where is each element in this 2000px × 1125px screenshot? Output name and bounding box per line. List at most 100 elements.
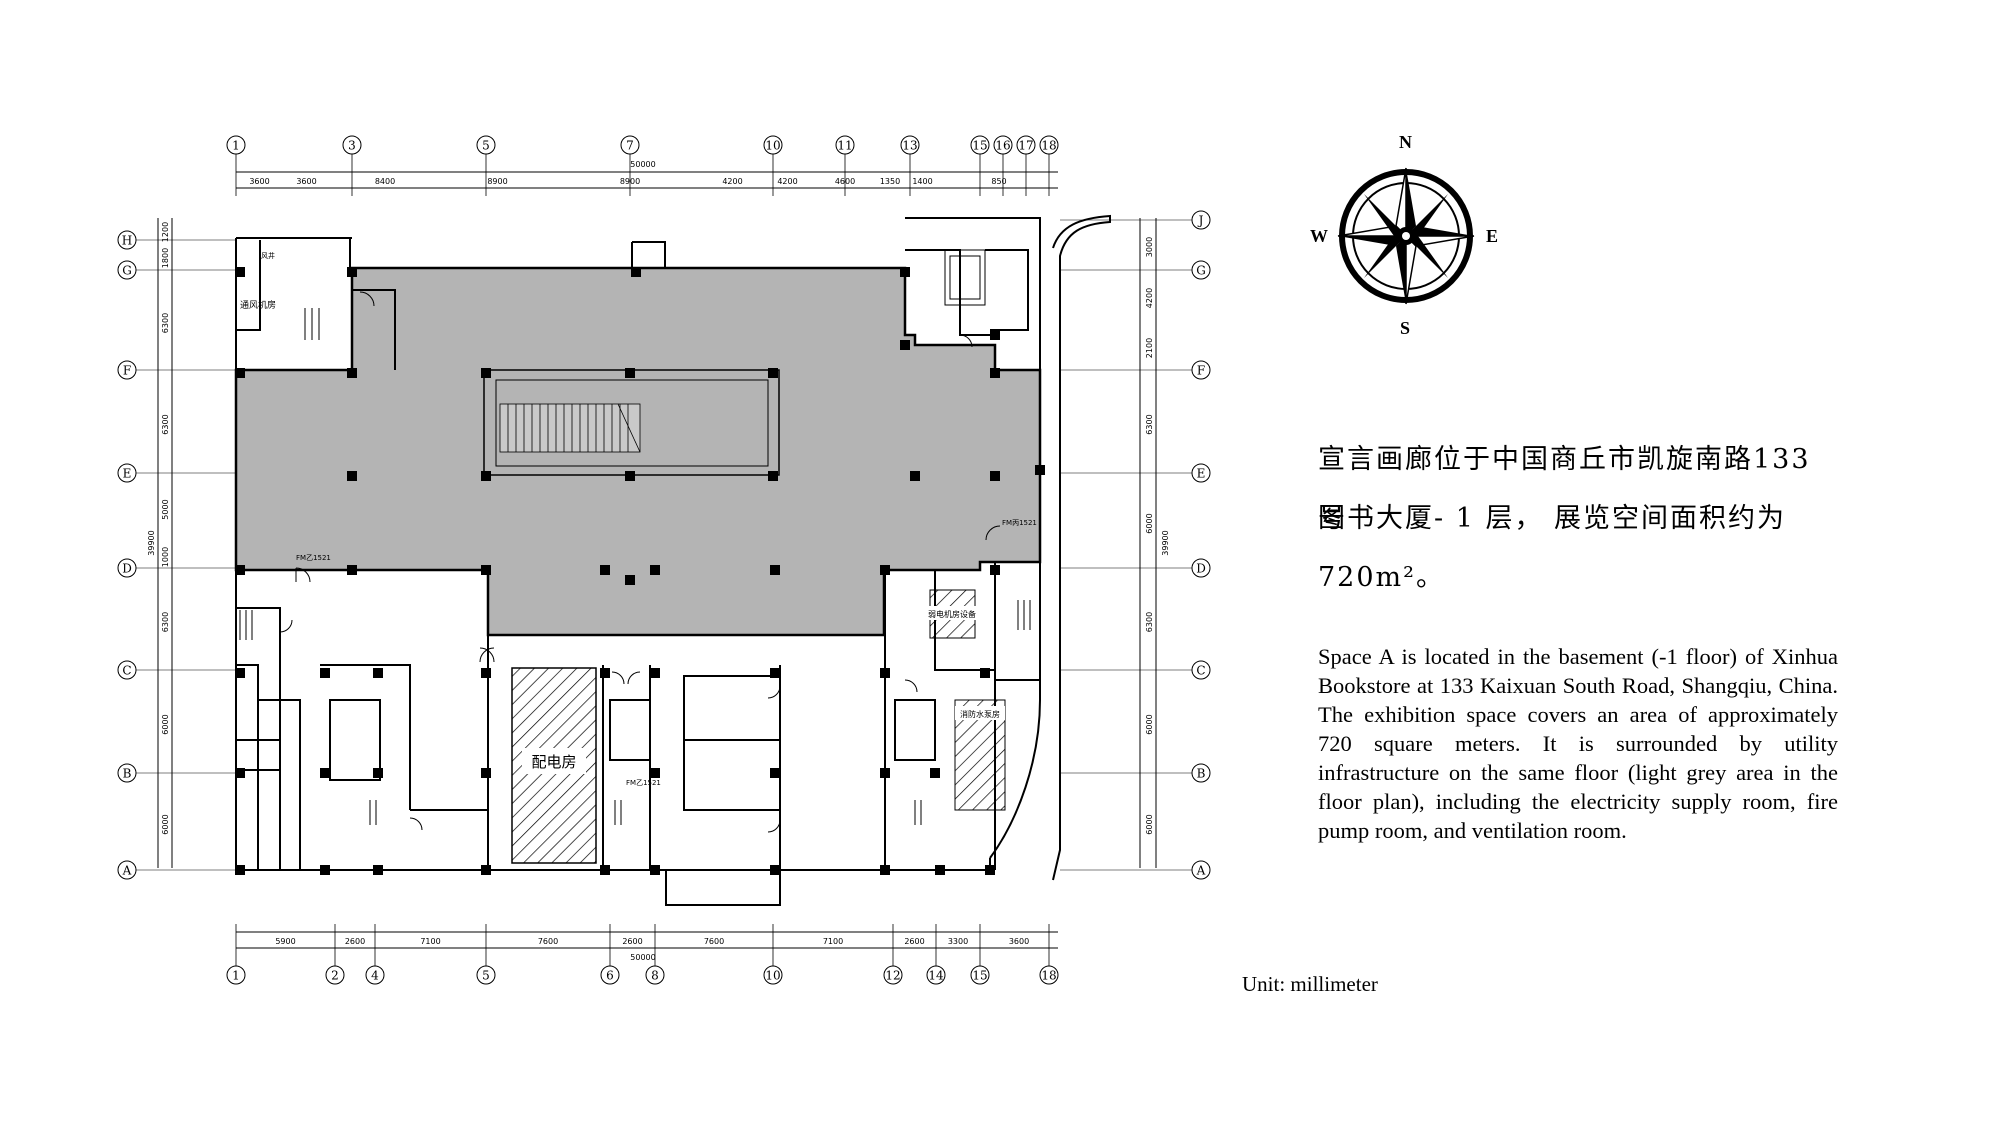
left-axis-C-text: C — [122, 664, 131, 678]
column — [347, 471, 357, 481]
compass-rose — [1337, 167, 1475, 305]
description-cn-line-1: 宣言画廊位于中国商丘市凯旋南路133号 — [1318, 444, 1811, 534]
column — [770, 768, 780, 778]
column — [625, 368, 635, 378]
column — [235, 668, 245, 678]
right-axis-C-text: C — [1196, 664, 1205, 678]
column — [990, 471, 1000, 481]
column — [880, 768, 890, 778]
right-axis-A-text: A — [1196, 864, 1206, 878]
column — [625, 575, 635, 585]
column — [373, 865, 383, 875]
left-axis-F-text: F — [123, 364, 131, 378]
column — [985, 865, 995, 875]
top-axis-1-text: 1 — [232, 139, 240, 153]
column — [631, 267, 641, 277]
top-dim: 850 — [991, 177, 1006, 186]
power-room-label-bg — [522, 748, 586, 774]
column — [481, 565, 491, 575]
column — [373, 668, 383, 678]
bottom-total-dim: 50000 — [630, 953, 655, 962]
walls — [235, 214, 1111, 906]
compass-east-label: E — [1486, 226, 1499, 246]
bottom-axis-5-text: 5 — [482, 969, 490, 983]
equipment-room-label: 弱电机房设备 — [928, 609, 976, 619]
equipment-label-bg — [928, 606, 976, 620]
small-room-label: 风井 — [261, 251, 275, 260]
ventilation-room-label: 通风机房 — [240, 299, 276, 311]
left-axis-D-text: D — [122, 562, 132, 576]
column — [650, 565, 660, 575]
right-dim: 3000 — [1145, 237, 1154, 257]
left-dim: 1800 — [161, 248, 170, 268]
top-axis-5-text: 5 — [482, 139, 490, 153]
bottom-dim: 2600 — [345, 937, 365, 946]
bottom-dim: 7600 — [538, 937, 558, 946]
column — [1035, 465, 1045, 475]
left-total-dim: 39900 — [147, 530, 156, 555]
right-axis-D-text: D — [1196, 562, 1206, 576]
left-dim: 6300 — [161, 414, 170, 434]
top-axis-11-text: 11 — [837, 139, 852, 153]
unit-note: Unit: millimeter — [1242, 972, 1378, 996]
top-dim: 1350 — [880, 177, 900, 186]
right-axis-F-text: F — [1197, 364, 1205, 378]
bottom-axis-10-text: 10 — [765, 969, 780, 983]
column — [373, 768, 383, 778]
top-axis-13-text: 13 — [902, 139, 917, 153]
top-axis-16-text: 16 — [995, 139, 1010, 153]
right-dim: 2100 — [1145, 338, 1154, 358]
column — [990, 368, 1000, 378]
right-axis-E-text: E — [1197, 467, 1206, 481]
column — [768, 471, 778, 481]
compass-south-label: S — [1400, 318, 1411, 338]
column — [600, 668, 610, 678]
column — [347, 565, 357, 575]
column — [900, 267, 910, 277]
power-room-label: 配电房 — [531, 753, 576, 771]
top-dim: 4200 — [777, 177, 797, 186]
right-dim: 6300 — [1145, 414, 1154, 434]
bottom-dim: 7100 — [420, 937, 440, 946]
bottom-axis-12-text: 12 — [885, 969, 900, 983]
top-dim: 1400 — [912, 177, 932, 186]
right-dim: 6000 — [1145, 513, 1154, 533]
bottom-dim: 7100 — [823, 937, 843, 946]
structural-columns — [235, 267, 1045, 875]
door-tag: FM丙1521 — [1002, 519, 1037, 527]
bottom-axis-6-text: 6 — [606, 969, 614, 983]
column — [347, 368, 357, 378]
column — [910, 471, 920, 481]
left-dim: 6000 — [161, 814, 170, 834]
bottom-dim: 3600 — [1009, 937, 1029, 946]
door-tag: FM乙1521 — [296, 554, 331, 562]
description-cn-line-3: 720m²。 — [1318, 562, 1445, 593]
column — [930, 768, 940, 778]
column — [235, 565, 245, 575]
column — [320, 865, 330, 875]
right-dim: 4200 — [1145, 288, 1154, 308]
bottom-dim: 2600 — [622, 937, 642, 946]
bottom-axis-4-text: 4 — [371, 969, 379, 983]
column — [880, 865, 890, 875]
right-axis-B-text: B — [1197, 767, 1206, 781]
column — [235, 768, 245, 778]
column — [935, 865, 945, 875]
column — [770, 865, 780, 875]
top-axis-17-text: 17 — [1018, 139, 1033, 153]
column — [880, 668, 890, 678]
column — [980, 668, 990, 678]
left-dim: 5000 — [161, 499, 170, 519]
bottom-dim: 7600 — [704, 937, 724, 946]
description-cn-line-2: 图书大厦- 1 层， 展览空间面积约为 — [1318, 503, 1787, 534]
left-dim: 6300 — [161, 313, 170, 333]
column — [320, 768, 330, 778]
column — [770, 565, 780, 575]
column — [481, 768, 491, 778]
bottom-axis-18-text: 18 — [1041, 969, 1056, 983]
fire-pump-label: 消防水泵房 — [960, 709, 1000, 719]
bottom-dim: 3300 — [948, 937, 968, 946]
column — [481, 471, 491, 481]
column — [880, 565, 890, 575]
column — [650, 865, 660, 875]
